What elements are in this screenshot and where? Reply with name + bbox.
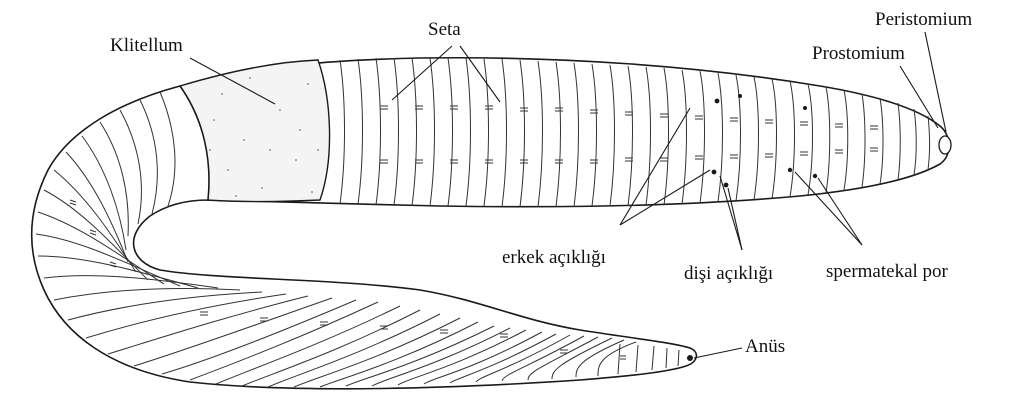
label-spermatekal-por: spermatekal por	[826, 262, 948, 281]
label-anus: Anüs	[745, 337, 785, 356]
label-seta: Seta	[428, 20, 461, 39]
head-tip	[939, 136, 951, 154]
anus-pore	[687, 355, 693, 361]
leader-anus	[694, 348, 742, 358]
label-erkek-aciklik: erkek açıklığı	[502, 248, 606, 267]
label-disi-aciklik: dişi açıklığı	[684, 264, 773, 283]
label-peristomium: Peristomium	[875, 10, 972, 29]
label-klitellum: Klitellum	[110, 36, 183, 55]
label-prostomium: Prostomium	[812, 44, 905, 63]
